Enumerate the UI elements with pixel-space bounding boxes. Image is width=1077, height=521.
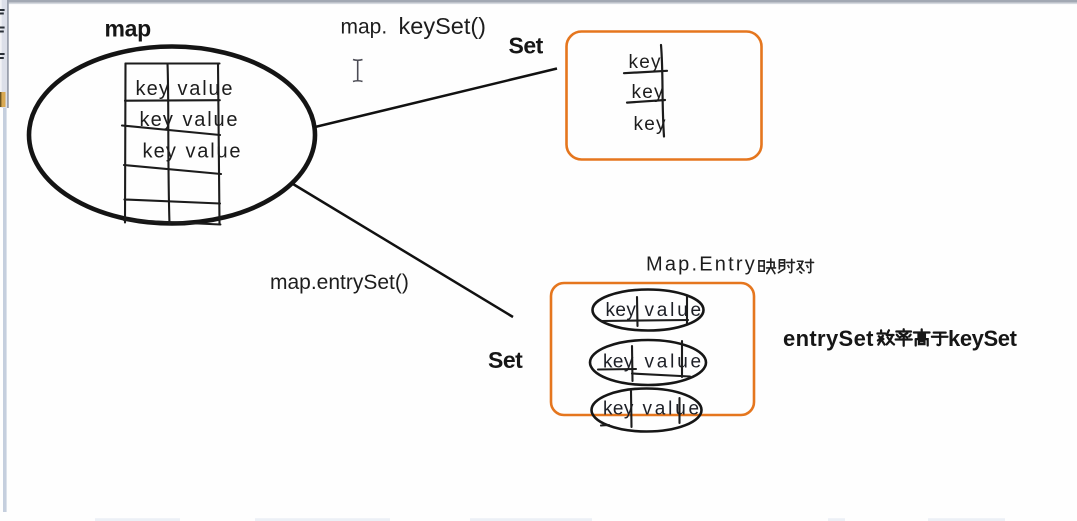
svg-text:Set: Set (488, 347, 523, 373)
svg-text:value: value (186, 141, 243, 163)
svg-text:Map.Entry: Map.Entry (646, 254, 757, 276)
svg-text:key: key (634, 114, 667, 135)
svg-text:map.entrySet(): map.entrySet() (270, 271, 409, 294)
svg-text:entrySet: entrySet (783, 326, 874, 351)
svg-text:value: value (645, 300, 704, 321)
svg-text:map.: map. (341, 15, 388, 38)
svg-text:key: key (136, 78, 170, 100)
svg-text:map: map (105, 15, 152, 41)
svg-text:value: value (643, 399, 702, 420)
svg-text:keySet(): keySet() (399, 13, 487, 39)
svg-text:key: key (606, 300, 637, 321)
svg-text:key: key (632, 82, 665, 103)
svg-text:key: key (603, 352, 634, 373)
svg-text:value: value (183, 109, 240, 131)
svg-text:value: value (645, 352, 704, 373)
svg-text:key: key (629, 52, 662, 73)
svg-text:key: key (143, 141, 177, 163)
svg-text:keySet: keySet (948, 326, 1018, 351)
svg-text:Set: Set (509, 33, 544, 59)
svg-text:value: value (178, 78, 235, 100)
svg-text:key: key (603, 399, 634, 420)
svg-text:key: key (140, 109, 174, 131)
